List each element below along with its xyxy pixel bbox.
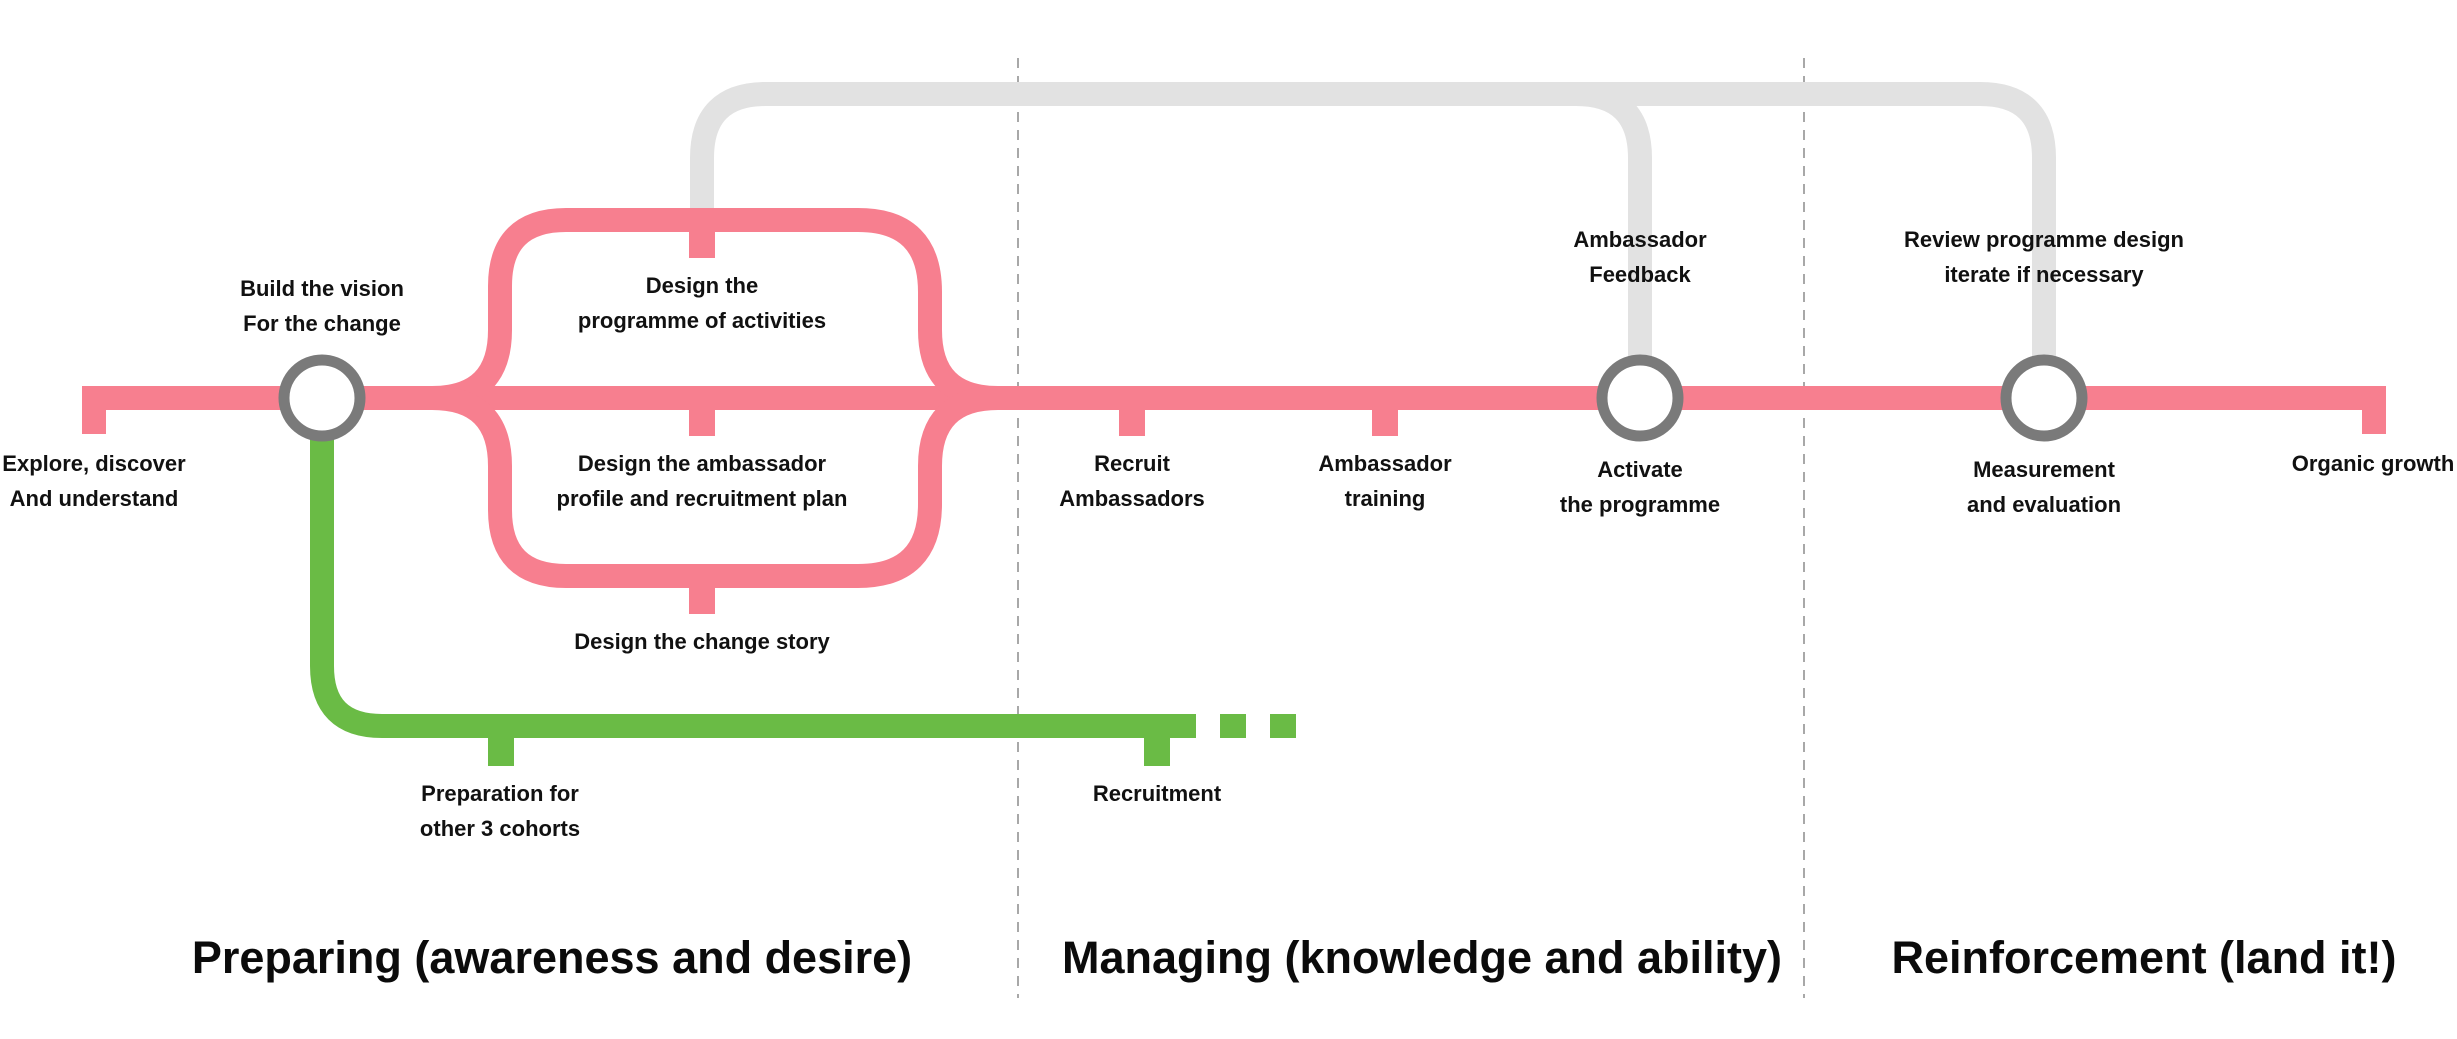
interchange-stations xyxy=(278,354,2088,442)
label-feedback-line-2: Feedback xyxy=(1589,262,1691,287)
label-recruit-line-1: Recruit xyxy=(1094,451,1170,476)
label-preparation: Preparation for other 3 cohorts xyxy=(420,776,580,846)
label-ambassador-profile: Design the ambassador profile and recrui… xyxy=(557,446,848,516)
label-recruit-line-2: Ambassadors xyxy=(1059,486,1205,511)
green-branch-track xyxy=(310,400,1196,738)
label-feedback: Ambassador Feedback xyxy=(1573,222,1706,292)
label-review: Review programme design iterate if neces… xyxy=(1904,222,2184,292)
label-vision-line-2: For the change xyxy=(243,311,401,336)
interchange-activate xyxy=(1596,354,1684,442)
label-organic-line-1: Organic growth xyxy=(2291,451,2455,476)
green-line xyxy=(310,400,1296,766)
label-preparation-line-2: other 3 cohorts xyxy=(419,816,581,841)
phase-title-managing: Managing (knowledge and ability) xyxy=(1061,932,1783,983)
tick-recruit xyxy=(1119,398,1145,436)
label-programme-line-2: programme of activities xyxy=(577,308,827,333)
label-explore: Explore, discover And understand xyxy=(2,446,185,516)
grey-feedback-line xyxy=(690,82,2056,392)
label-activate: Activate the programme xyxy=(1560,452,1720,522)
label-change-story: Design the change story xyxy=(574,624,830,659)
label-vision: Build the vision For the change xyxy=(240,271,404,341)
label-organic: Organic growth xyxy=(2292,446,2455,481)
label-activate-line-1: Activate xyxy=(1597,457,1683,482)
interchange-measurement xyxy=(2000,354,2088,442)
grey-loop-to-feedback xyxy=(690,82,1652,392)
label-explore-line-1: Explore, discover xyxy=(2,451,186,476)
label-programme: Design the programme of activities xyxy=(578,268,826,338)
label-review-line-2: iterate if necessary xyxy=(1944,262,2144,287)
pink-station-ticks xyxy=(689,220,1398,614)
label-explore-line-2: And understand xyxy=(9,486,179,511)
label-review-line-1: Review programme design xyxy=(1904,227,2184,252)
phase-title-reinforcement: Reinforcement (land it!) xyxy=(1891,932,2397,983)
design-top-branch xyxy=(431,208,999,410)
green-tick-recruitment xyxy=(1144,726,1170,766)
label-feedback-line-1: Ambassador xyxy=(1573,227,1707,252)
phase-dividers xyxy=(1017,58,1805,998)
label-training-line-2: training xyxy=(1344,486,1426,511)
tick-ambassador-profile xyxy=(689,398,715,436)
label-recruit: Recruit Ambassadors xyxy=(1059,446,1205,516)
tick-training xyxy=(1372,398,1398,436)
label-recruitment-line-1: Recruitment xyxy=(1092,781,1222,806)
tick-change-story xyxy=(689,576,715,614)
label-change-story-line-1: Design the change story xyxy=(574,629,830,654)
label-ambassador-profile-line-1: Design the ambassador xyxy=(577,451,827,476)
label-ambassador-profile-line-2: profile and recruitment plan xyxy=(556,486,848,511)
tick-programme xyxy=(689,220,715,258)
green-tick-preparation xyxy=(488,726,514,766)
phase-title-preparing: Preparing (awareness and desire) xyxy=(191,932,913,983)
label-recruitment: Recruitment xyxy=(1093,776,1221,811)
grey-loop-to-review xyxy=(1576,82,2056,392)
label-activate-line-2: the programme xyxy=(1559,492,1721,517)
label-measurement: Measurement and evaluation xyxy=(1967,452,2121,522)
design-bottom-branch xyxy=(431,386,999,588)
label-vision-line-1: Build the vision xyxy=(240,276,404,301)
label-training: Ambassador training xyxy=(1318,446,1451,516)
interchange-vision xyxy=(278,354,366,442)
label-training-line-1: Ambassador xyxy=(1318,451,1452,476)
label-programme-line-1: Design the xyxy=(645,273,759,298)
label-preparation-line-1: Preparation for xyxy=(421,781,579,806)
label-measurement-line-1: Measurement xyxy=(1973,457,2115,482)
label-measurement-line-2: and evaluation xyxy=(1966,492,2122,517)
